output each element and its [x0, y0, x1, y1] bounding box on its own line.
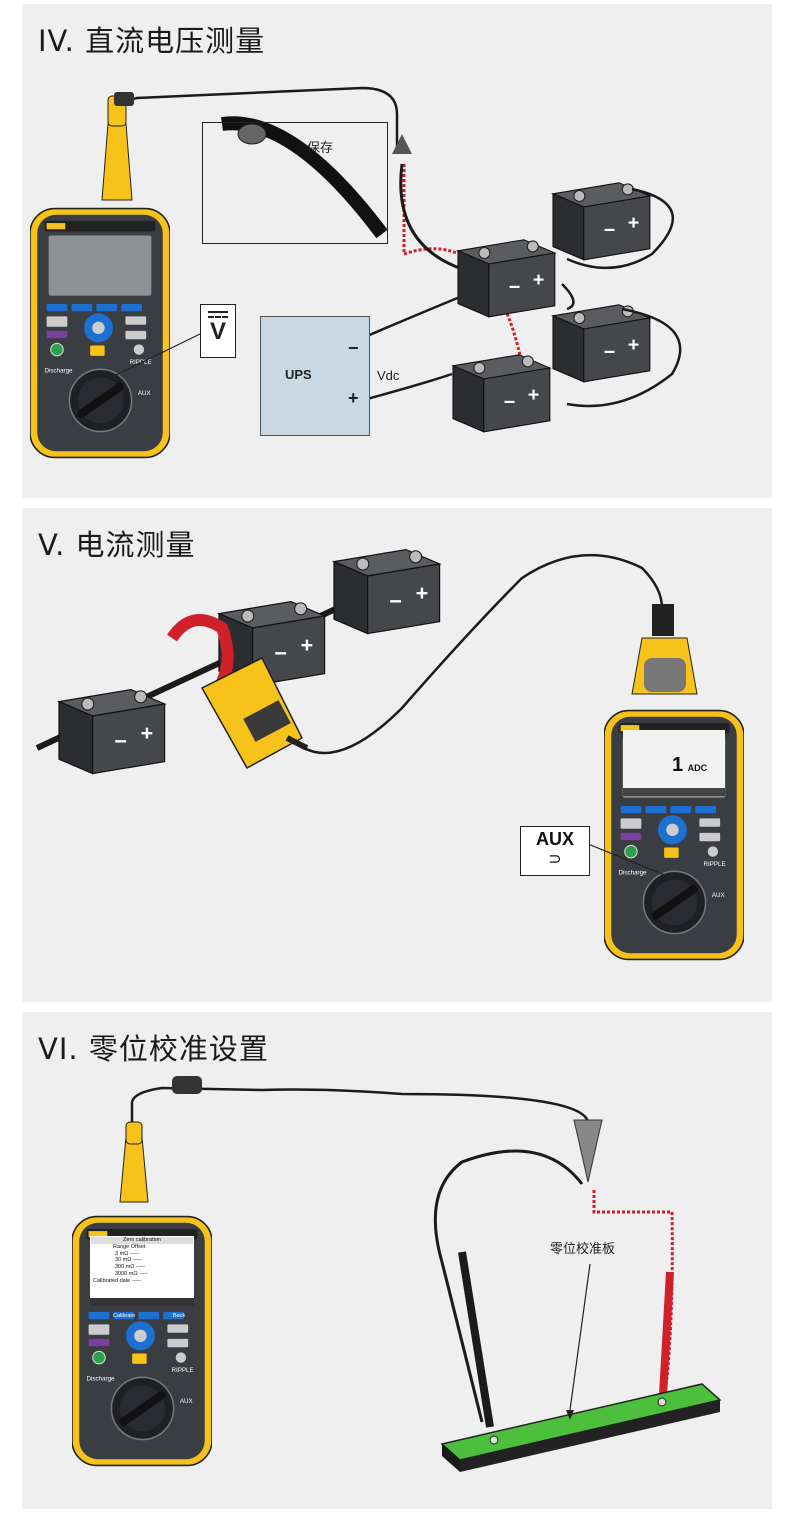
current-clamp [167, 614, 309, 770]
screen-title: Zero calibration [91, 1237, 193, 1244]
section-current: V. 电流测量 1 ADC AUX ⊃ [22, 508, 772, 1002]
ups-plus-sign: + [348, 388, 359, 408]
jumper-2 [566, 307, 682, 408]
screen-row: 30 mΩ ----- [115, 1257, 143, 1264]
reading-unit: ADC [687, 763, 708, 773]
zero-board-label: 零位校准板 [550, 1242, 616, 1257]
battery-3 [58, 688, 166, 775]
jumper-1 [566, 187, 674, 270]
meter-head [119, 1136, 149, 1203]
aux-pointer [587, 843, 673, 879]
section-title: IV. 直流电压测量 [38, 24, 266, 58]
current-diagram [35, 548, 744, 961]
clamp-cable [303, 553, 664, 755]
dc-symbol-icon [208, 311, 228, 318]
screen-reading: 1 ADC [672, 754, 707, 777]
section-zero-calibration: VI. 零位校准设置 Zero ca [22, 1012, 772, 1509]
ups-unit: UPS [260, 316, 370, 436]
board-pointer [569, 1263, 591, 1411]
battery-analyzer-meter [30, 207, 170, 459]
screen-footer: Calibrated date ----- [93, 1277, 141, 1284]
screen-row: 3 mΩ ----- [115, 1250, 139, 1257]
battery-1 [457, 239, 556, 318]
meter-plug [652, 604, 674, 636]
ferrite-bead [114, 92, 134, 106]
ferrite-bead [172, 1076, 202, 1094]
dc-voltage-label: V [209, 318, 226, 345]
red-probe [658, 1271, 674, 1413]
meter-cable [130, 1086, 590, 1123]
black-probe [458, 1251, 494, 1428]
screen-softkey-bar [90, 1298, 194, 1306]
softkey-calibrate: Calibrate [113, 1313, 136, 1319]
red-lead [402, 164, 524, 365]
aux-symbol: AUX ⊃ [520, 826, 590, 876]
hold-label: 保存 [307, 141, 334, 156]
black-lead [433, 1149, 584, 1423]
clamp-icon: ⊃ [548, 849, 562, 868]
meter-screen [623, 730, 725, 788]
screen-row: 300 mΩ ----- [115, 1264, 146, 1271]
softkey-back: Back [173, 1313, 186, 1319]
alligator-clip [392, 134, 412, 154]
symbol-pointer [113, 333, 201, 377]
screen-softkey-bar [623, 788, 725, 796]
meter-sensor-window [644, 658, 686, 692]
aux-label: AUX [535, 829, 574, 849]
dc-voltage-diagram [30, 86, 682, 459]
black-lead [399, 163, 463, 271]
ups-pos-wire [366, 372, 453, 401]
zero-cal-diagram [72, 1076, 722, 1472]
ups-minus-sign: − [348, 338, 359, 358]
probe-callout-art [221, 116, 388, 239]
section-title: V. 电流测量 [38, 528, 196, 562]
board-pointer-arrow [566, 1410, 574, 1420]
battery-3 [452, 354, 551, 433]
jumper-3 [561, 283, 575, 311]
probe-hold-callout: 保存 [202, 122, 388, 244]
section-title: VI. 零位校准设置 [38, 1032, 269, 1066]
battery-1 [333, 548, 441, 635]
screen-header: Range Offset [113, 1243, 146, 1250]
screen-row: 3000 mΩ ----- [115, 1270, 149, 1277]
meter-plug [125, 1121, 143, 1145]
alligator-clip [573, 1119, 603, 1183]
vdc-label: Vdc [377, 368, 400, 383]
ups-label: UPS [285, 367, 312, 382]
dc-voltage-symbol: V [200, 304, 236, 358]
zero-calibration-board [440, 1383, 722, 1472]
meter-head [101, 123, 133, 201]
section-dc-voltage: IV. 直流电压测量 V [22, 4, 772, 498]
battery-4 [552, 304, 651, 383]
meter-screen [90, 1236, 194, 1298]
reading-value: 1 [672, 754, 684, 776]
battery-2 [552, 182, 651, 261]
calibration-screen: Zero calibration Range Offset 3 mΩ -----… [91, 1237, 193, 1319]
